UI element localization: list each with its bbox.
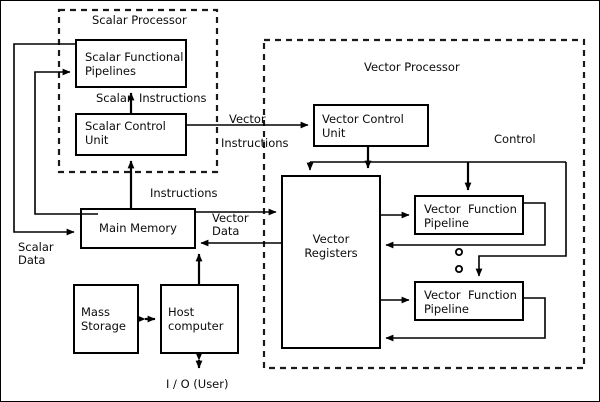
edge-label-instructions: Instructions: [150, 186, 218, 200]
box-vector-registers-outline: [281, 175, 381, 349]
box-label-vector-control-unit: Vector Control Unit: [322, 112, 404, 140]
box-label-mass-storage: Mass Storage: [81, 305, 126, 333]
edge-label-vector-instructions-line2: Instructions: [221, 136, 289, 150]
edge-main-memory-to-scalar-pipelines: [34, 68, 98, 215]
box-label-host-computer: Host computer: [168, 305, 224, 333]
edge-label-control: Control: [494, 132, 536, 146]
vertical-ellipsis-icon: [454, 247, 463, 273]
edge-control-bus-to-vfp-2: [475, 162, 567, 277]
box-vector-function-pipeline-2-outline: [414, 281, 524, 321]
box-label-vector-registers: Vector Registers: [304, 232, 358, 260]
box-label-main-memory: Main Memory: [99, 221, 177, 235]
edge-label-scalar-instructions: Scalar Instructions: [96, 91, 207, 105]
box-vector-control-unit-outline: [313, 104, 429, 147]
edge-vfp-2-feedback-to-vector-registers: [385, 297, 546, 342]
box-scalar-functional-pipelines-outline: [75, 39, 187, 88]
box-label-scalar-functional-pipelines: Scalar Functional Pipelines: [85, 50, 184, 78]
box-mass-storage-outline: [73, 284, 139, 354]
edge-label-scalar-data: Scalar Data: [18, 240, 54, 267]
group-vector-processor-outline: [262, 38, 586, 370]
group-scalar-processor-outline: [57, 8, 219, 174]
group-label-vector-processor: Vector Processor: [364, 60, 460, 74]
box-label-scalar-control-unit: Scalar Control Unit: [85, 119, 166, 147]
box-vector-function-pipeline-1-outline: [414, 195, 524, 235]
group-label-scalar-processor: Scalar Processor: [92, 13, 187, 27]
box-label-vector-function-pipeline-2: Vector Function Pipeline: [424, 288, 517, 316]
edge-label-io-user: I / O (User): [166, 377, 229, 391]
box-label-vector-function-pipeline-1: Vector Function Pipeline: [424, 202, 517, 230]
edge-scalar-pipelines-to-main-memory: [13, 43, 76, 236]
edge-label-vector-data: Vector Data: [212, 211, 249, 238]
edge-vfp-1-feedback-to-vector-registers: [385, 202, 546, 249]
edge-label-vector-instructions-line1: Vector: [229, 112, 266, 126]
box-main-memory-outline: [80, 208, 196, 249]
